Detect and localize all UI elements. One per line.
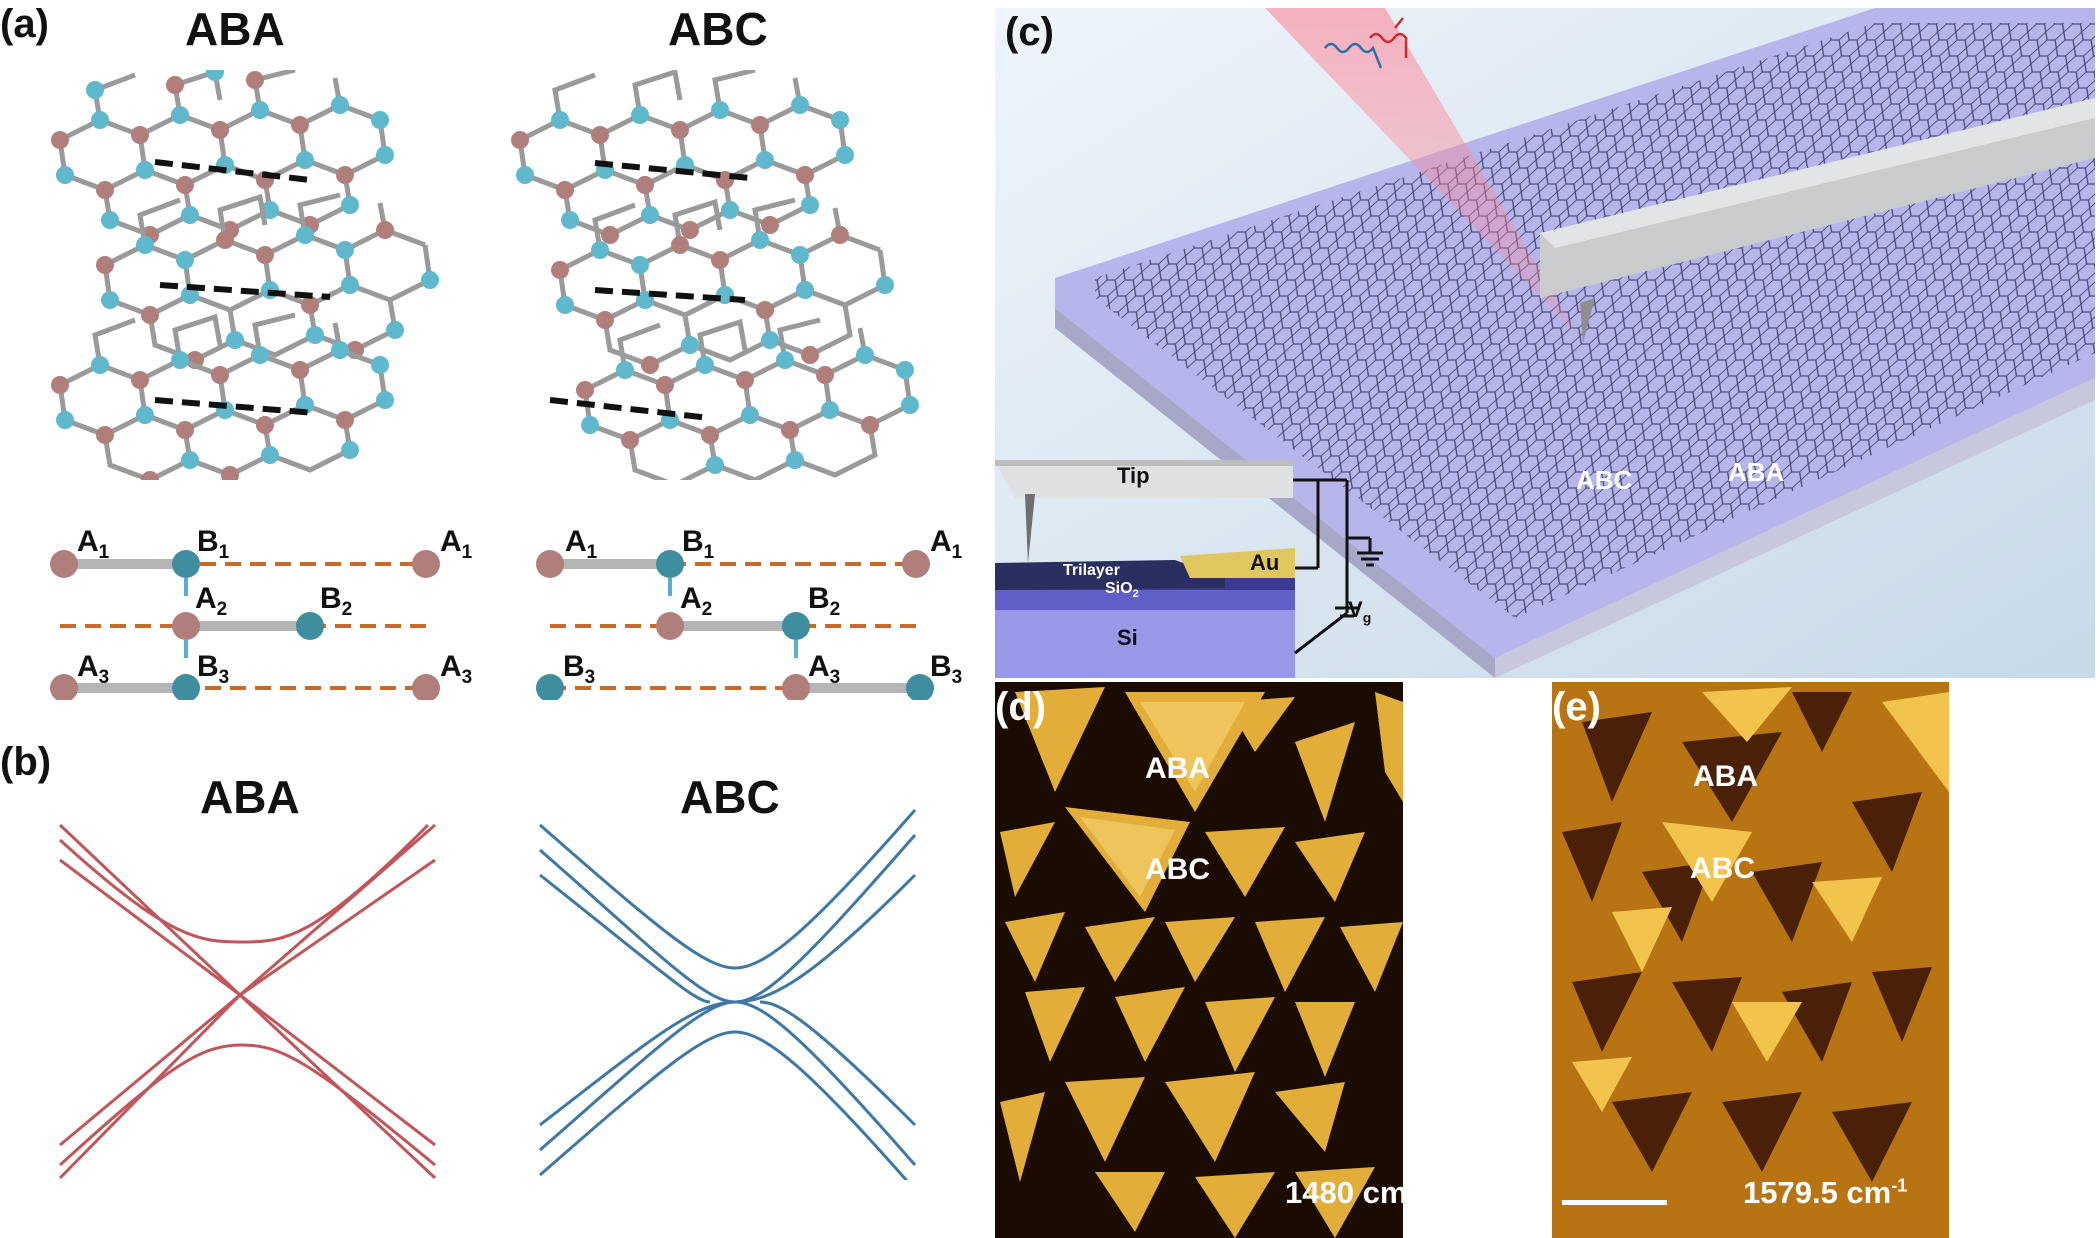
sio2-label: SiO2 <box>1105 580 1139 601</box>
panel-label-b: (b) <box>0 740 52 784</box>
aba-side-view <box>50 550 440 700</box>
e-frequency-label: 1579.5 cm-1 <box>1743 1175 1908 1210</box>
abc-site-b3-right: B3 <box>930 650 963 688</box>
abc-site-a2: A2 <box>680 582 713 620</box>
abc-side-view <box>536 550 934 700</box>
abc-site-a1: A1 <box>565 525 598 563</box>
abc-site-b1: B1 <box>682 525 715 563</box>
nano-ir-image-1480 <box>995 682 1403 1238</box>
aba-bands-title: ABA <box>200 771 300 823</box>
abc-site-b3: B3 <box>563 650 596 688</box>
aba-site-a1: A1 <box>77 525 110 563</box>
panel-label-d: (d) <box>995 685 1047 729</box>
aba-site-b1: B1 <box>197 525 230 563</box>
aba-structure-title: ABA <box>185 3 285 55</box>
abc-site-a3: A3 <box>808 650 841 688</box>
panel-label-c: (c) <box>1005 10 1054 54</box>
aba-site-a1-right: A1 <box>440 525 473 563</box>
d-frequency-label: 1480 cm-1 <box>1285 1175 1424 1210</box>
trilayer-label: Trilayer <box>1063 562 1120 579</box>
panel-label-a: (a) <box>0 2 49 46</box>
aba-site-a2: A2 <box>195 582 228 620</box>
nano-ir-image-1579 <box>1552 682 1949 1238</box>
tip-label: Tip <box>1117 463 1150 488</box>
aba-site-a3-right: A3 <box>440 650 473 688</box>
abc-bands-title: ABC <box>680 771 780 823</box>
d-abc-label: ABC <box>1145 853 1210 886</box>
gate-voltage-label: Vg <box>1348 597 1372 626</box>
si-label: Si <box>1117 625 1138 650</box>
abc-structure-title: ABC <box>668 3 768 55</box>
e-abc-label: ABC <box>1690 852 1755 885</box>
abc-site-b2: B2 <box>808 582 841 620</box>
abc-domain-label: ABC <box>1576 465 1633 495</box>
aba-site-b2: B2 <box>320 582 353 620</box>
abc-band-structure <box>539 809 917 1180</box>
abc-site-a1-right: A1 <box>930 525 963 563</box>
abc-lattice-stack <box>511 70 919 480</box>
snom-schematic <box>995 8 2095 678</box>
aba-site-a3: A3 <box>77 650 110 688</box>
panel-divider <box>1549 682 1552 1238</box>
panel-label-e: (e) <box>1552 685 1601 729</box>
aba-lattice-stack <box>51 70 439 480</box>
aba-domain-label: ABA <box>1728 457 1785 487</box>
d-aba-label: ABA <box>1145 752 1210 785</box>
aba-site-b3: B3 <box>197 650 230 688</box>
e-aba-label: ABA <box>1693 760 1758 793</box>
aba-band-structure <box>58 823 437 1180</box>
au-electrode-label: Au <box>1250 550 1280 575</box>
